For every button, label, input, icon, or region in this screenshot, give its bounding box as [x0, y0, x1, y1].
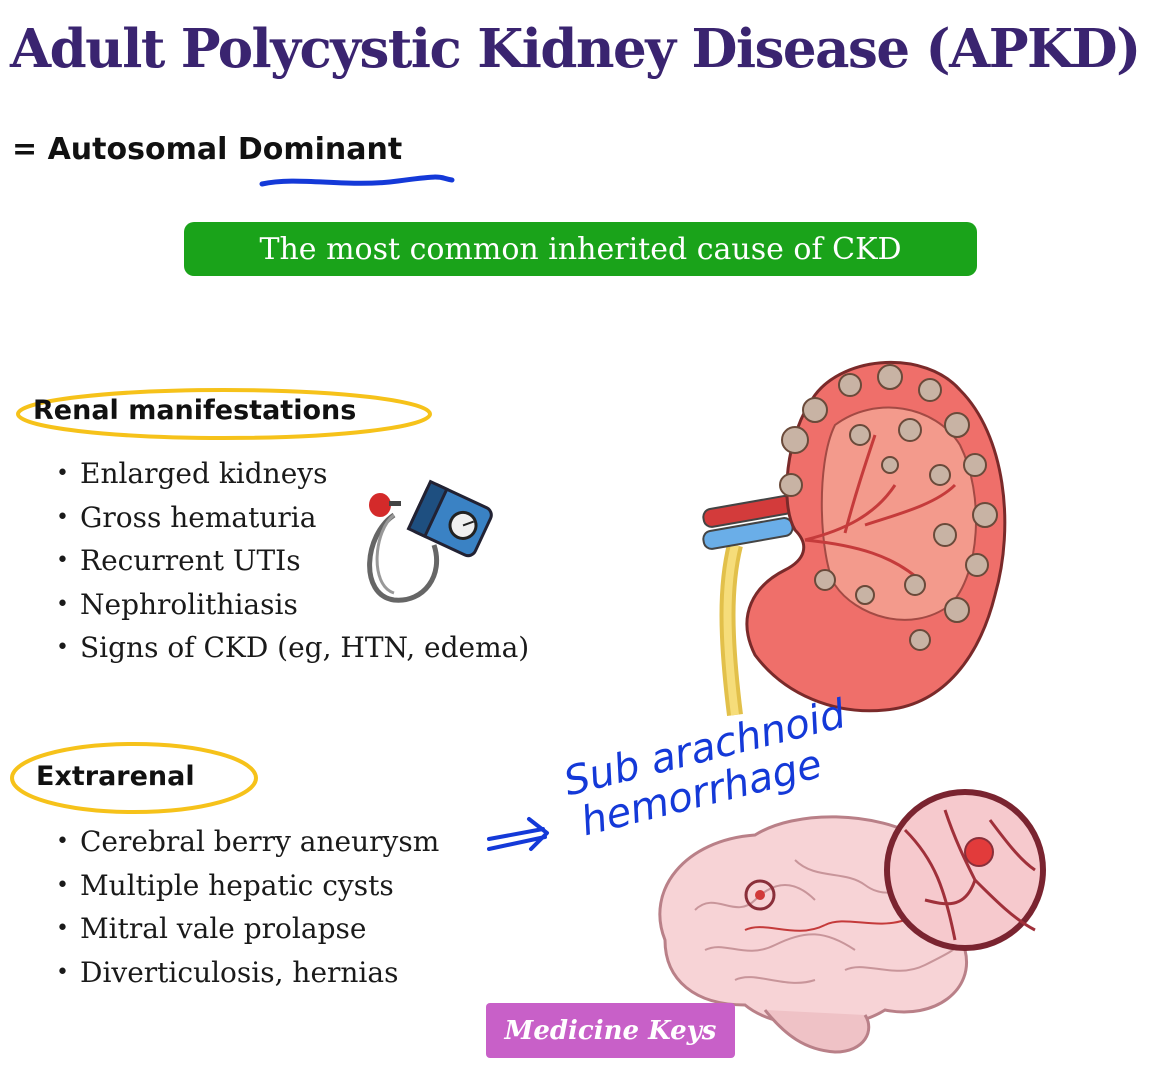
renal-highlight-ring — [16, 388, 432, 440]
list-item: Enlarged kidneys — [56, 452, 529, 496]
extrarenal-heading: Extrarenal — [36, 761, 195, 792]
renal-list: Enlarged kidneys Gross hematuria Recurre… — [56, 452, 529, 670]
list-item: Nephrolithiasis — [56, 583, 529, 627]
list-item: Signs of CKD (eg, HTN, edema) — [56, 626, 529, 670]
dominant-underline — [259, 174, 455, 187]
blood-pressure-cuff-icon — [367, 479, 493, 603]
list-item: Multiple hepatic cysts — [56, 864, 439, 908]
source-watermark: Medicine Keys — [486, 1003, 735, 1058]
inheritance-emphasis: Dominant — [237, 132, 403, 167]
page-title: Adult Polycystic Kidney Disease (APKD) — [10, 18, 1141, 80]
polycystic-kidney-illustration — [702, 361, 1007, 716]
list-item: Gross hematuria — [56, 496, 529, 540]
inheritance-line: = Autosomal Dominant — [12, 132, 402, 167]
extrarenal-list: Cerebral berry aneurysm Multiple hepatic… — [56, 820, 439, 994]
list-item: Mitral vale prolapse — [56, 907, 439, 951]
arrow-icon — [487, 817, 549, 851]
key-fact-banner: The most common inherited cause of CKD — [184, 222, 977, 276]
brain-aneurysm-illustration — [658, 789, 1046, 1054]
extrarenal-highlight-ring — [10, 742, 258, 814]
list-item: Recurrent UTIs — [56, 539, 529, 583]
inheritance-prefix: = Autosomal — [12, 132, 238, 167]
list-item: Cerebral berry aneurysm — [56, 820, 439, 864]
list-item: Diverticulosis, hernias — [56, 951, 439, 995]
renal-heading: Renal manifestations — [33, 395, 357, 426]
